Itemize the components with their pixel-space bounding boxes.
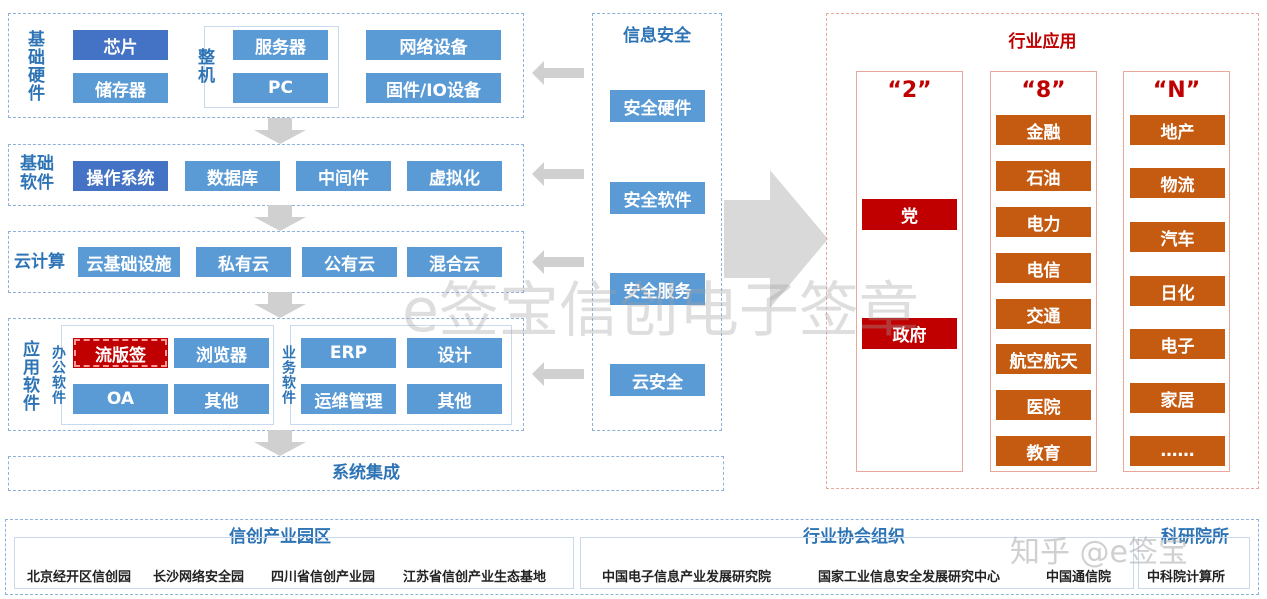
hardware-section [8,13,524,118]
assoc-item: 国家工业信息安全发展研究中心 [818,570,1001,585]
left-arrow-icon [532,362,584,386]
security-hardware-box[interactable]: 安全硬件 [610,90,705,122]
machine-label: 整机 [194,48,214,84]
business-other-box[interactable]: 其他 [407,384,502,414]
education-box[interactable]: 教育 [996,436,1091,466]
left-arrow-icon [532,250,584,274]
auto-box[interactable]: 汽车 [1130,222,1225,252]
assoc-group [580,537,1134,589]
daily-chem-box[interactable]: 日化 [1130,276,1225,306]
research-item: 中科院计算所 [1147,570,1226,585]
integration-label: 系统集成 [332,463,400,483]
aerospace-box[interactable]: 航空航天 [996,344,1091,374]
park-item: 长沙网络安全园 [153,570,245,585]
cloud-section [8,231,524,293]
down-arrow-icon [254,205,306,231]
home-box[interactable]: 家居 [1130,383,1225,413]
park-item: 江苏省信创产业生态基地 [403,570,547,585]
industry-section [826,13,1259,489]
security-software-box[interactable]: 安全软件 [610,182,705,214]
erp-box[interactable]: ERP [301,338,396,368]
private-cloud-box[interactable]: 私有云 [196,247,291,277]
chip-box[interactable]: 芯片 [73,30,168,60]
server-box[interactable]: 服务器 [233,30,328,60]
security-title: 信息安全 [623,26,691,46]
network-box[interactable]: 网络设备 [366,30,501,60]
cloud-label: 云计算 [14,252,65,272]
footer-section [5,519,1259,595]
software-section [8,144,524,206]
industry-col-8 [990,71,1097,472]
business-group [290,325,512,425]
machine-group [204,26,339,108]
browser-box[interactable]: 浏览器 [174,338,269,368]
down-arrow-icon [254,292,306,318]
left-arrow-icon [532,61,584,85]
research-group [1138,537,1250,589]
office-label: 办公软件 [50,345,66,405]
more-box[interactable]: …… [1130,436,1225,466]
real-estate-box[interactable]: 地产 [1130,115,1225,145]
parks-group [14,537,574,589]
public-cloud-box[interactable]: 公有云 [302,247,397,277]
cloud-security-box[interactable]: 云安全 [610,364,705,396]
col-n-title: “N” [1152,78,1201,103]
database-box[interactable]: 数据库 [185,161,280,191]
park-item: 北京经开区信创园 [27,570,132,585]
pc-box[interactable]: PC [233,73,328,103]
middleware-box[interactable]: 中间件 [296,161,391,191]
firmware-box[interactable]: 固件/IO设备 [366,73,501,103]
oa-box[interactable]: OA [73,384,168,414]
assoc-item: 中国电子信息产业发展研究院 [602,570,772,585]
industry-col-2 [856,71,963,472]
col-2-title: “2” [887,78,932,103]
storage-box[interactable]: 储存器 [73,73,168,103]
left-arrow-icon [532,162,584,186]
liubanqian-box[interactable]: 流版签 [73,338,168,368]
finance-box[interactable]: 金融 [996,115,1091,145]
cloud-infra-box[interactable]: 云基础设施 [78,247,180,277]
down-arrow-icon [254,430,306,456]
apps-section [8,318,524,431]
col-8-title: “8” [1021,78,1066,103]
hardware-label: 基础硬件 [24,30,44,102]
electronics-box[interactable]: 电子 [1130,329,1225,359]
industry-title: 行业应用 [1008,32,1077,52]
telecom-box[interactable]: 电信 [996,253,1091,283]
office-other-box[interactable]: 其他 [174,384,269,414]
big-right-arrow-icon [724,170,828,308]
design-box[interactable]: 设计 [407,338,502,368]
petroleum-box[interactable]: 石油 [996,161,1091,191]
virtualization-box[interactable]: 虚拟化 [407,161,502,191]
government-box[interactable]: 政府 [862,318,957,349]
apps-label: 应用软件 [19,340,39,412]
industry-col-n [1123,71,1230,472]
office-group [61,325,274,425]
hospital-box[interactable]: 医院 [996,390,1091,420]
security-service-box[interactable]: 安全服务 [610,273,705,305]
security-section [592,13,722,431]
down-arrow-icon [254,118,306,144]
software-label: 基础软件 [20,154,54,193]
os-box[interactable]: 操作系统 [73,161,168,191]
logistics-box[interactable]: 物流 [1130,168,1225,198]
assoc-item: 中国通信院 [1046,570,1112,585]
park-item: 四川省信创产业园 [271,570,376,585]
ops-box[interactable]: 运维管理 [301,384,396,414]
business-label: 业务软件 [280,345,296,405]
hybrid-cloud-box[interactable]: 混合云 [407,247,502,277]
power-box[interactable]: 电力 [996,207,1091,237]
integration-section [8,456,724,491]
transport-box[interactable]: 交通 [996,299,1091,329]
party-box[interactable]: 党 [862,199,957,230]
